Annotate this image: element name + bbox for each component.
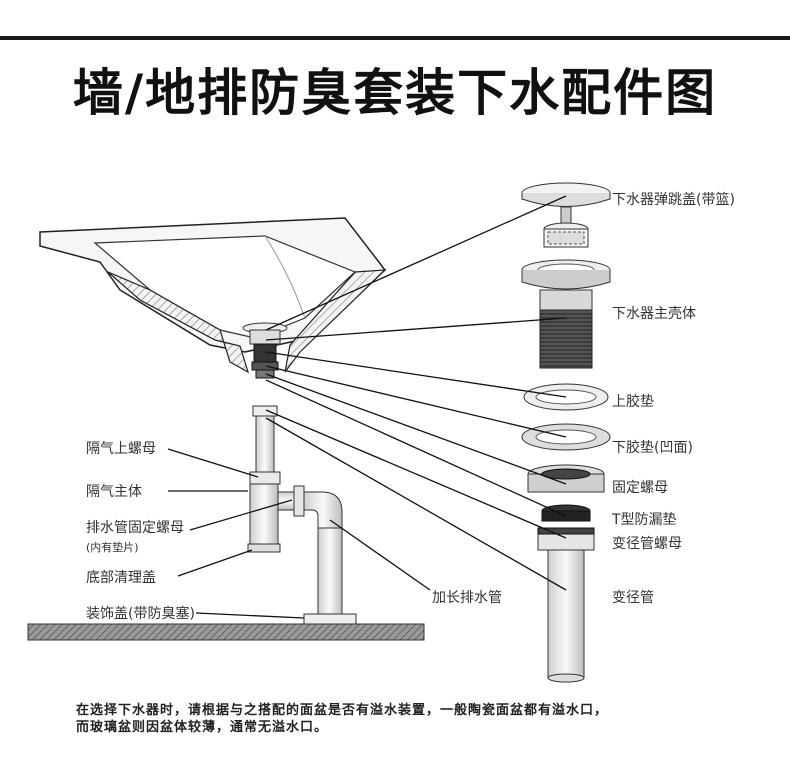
page-title: 墙/地排防臭套装下水配件图 [72,64,718,122]
footer-note-line1: 在选择下水器时，请根据与之搭配的面盆是否有溢水装置，一般陶瓷面盆都有溢水口， [76,703,609,718]
label-pipe-fix-nut: 排水管固定螺母 [86,520,184,536]
label-isolation-nut: 隔气上螺母 [86,441,156,457]
label-deco-cover: 装饰盖(带防臭塞) [86,606,195,622]
label-upper-gasket: 上胶垫 [612,394,654,410]
label-isolation-body: 隔气主体 [86,484,142,500]
exploded-parts [521,182,611,683]
label-pipe-fix-nut-note: (内有垫片) [86,541,139,554]
label-t-gasket: T型防漏垫 [612,512,677,528]
label-ext-pipe: 加长排水管 [432,590,502,606]
label-main-body: 下水器主壳体 [612,306,696,322]
label-lower-gasket: 下胶垫(凹面) [612,440,693,456]
basin [39,217,387,374]
label-reducer-nut: 变径管螺母 [612,536,682,552]
label-bottom-cover: 底部清理盖 [86,570,156,586]
footer-note-line2: 而玻璃盆则因盆体较薄，通常无溢水口。 [76,720,329,735]
footer-note: 在选择下水器时，请根据与之搭配的面盆是否有溢水装置，一般陶瓷面盆都有溢水口， 而… [76,702,756,736]
floor [27,623,425,641]
label-fix-nut: 固定螺母 [612,480,668,496]
top-rule [0,36,790,40]
label-pop-cover: 下水器弹跳盖(带篮) [612,192,735,208]
label-reducer-pipe: 变径管 [612,590,654,606]
leader-lines [167,195,567,619]
